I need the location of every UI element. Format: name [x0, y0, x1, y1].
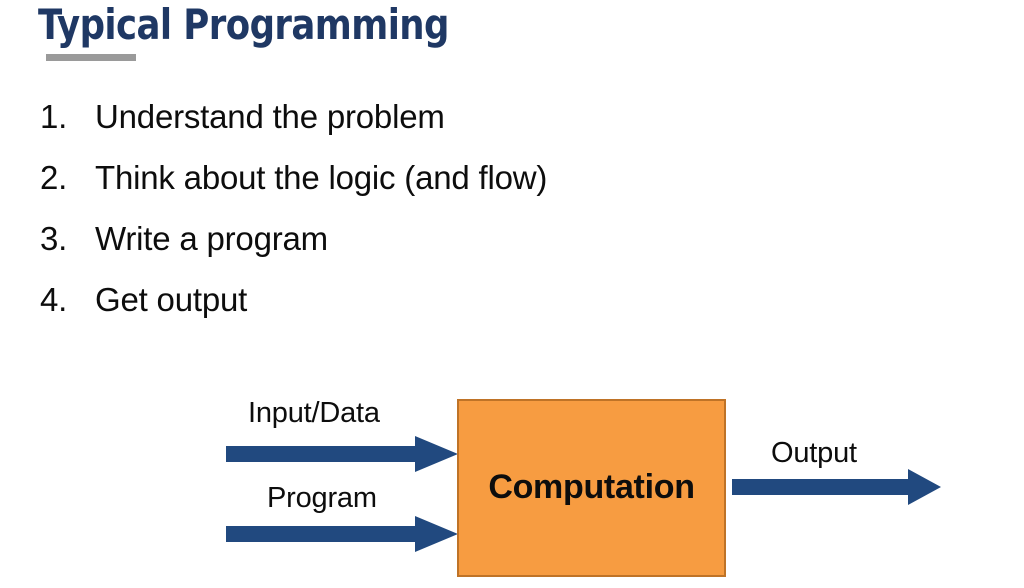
list-item: 1. Understand the problem	[40, 86, 940, 147]
list-item-label: Think about the logic (and flow)	[95, 159, 548, 196]
list-item-label: Get output	[95, 281, 248, 318]
list-item-label: Understand the problem	[95, 98, 445, 135]
input-data-label: Input/Data	[248, 397, 380, 429]
list-item-number: 4.	[40, 281, 68, 318]
list-item: 4. Get output	[40, 269, 940, 330]
list-item: 3. Write a program	[40, 208, 940, 269]
computation-box-label: Computation	[488, 468, 695, 506]
list-item-number: 3.	[40, 220, 68, 257]
input-data-arrow-icon	[226, 436, 458, 472]
computation-box: Computation	[457, 399, 726, 577]
output-label: Output	[771, 437, 857, 469]
list-item-label: Write a program	[95, 220, 328, 257]
list-item-number: 2.	[40, 159, 68, 196]
steps-list: 1. Understand the problem 2. Think about…	[40, 86, 940, 330]
list-item-number: 1.	[40, 98, 68, 135]
title-underline-rule	[46, 54, 136, 61]
program-label: Program	[267, 482, 377, 514]
program-arrow-icon	[226, 516, 458, 552]
page-title: Typical Programming	[38, 0, 449, 49]
output-arrow-icon	[732, 469, 941, 505]
list-item: 2. Think about the logic (and flow)	[40, 147, 940, 208]
